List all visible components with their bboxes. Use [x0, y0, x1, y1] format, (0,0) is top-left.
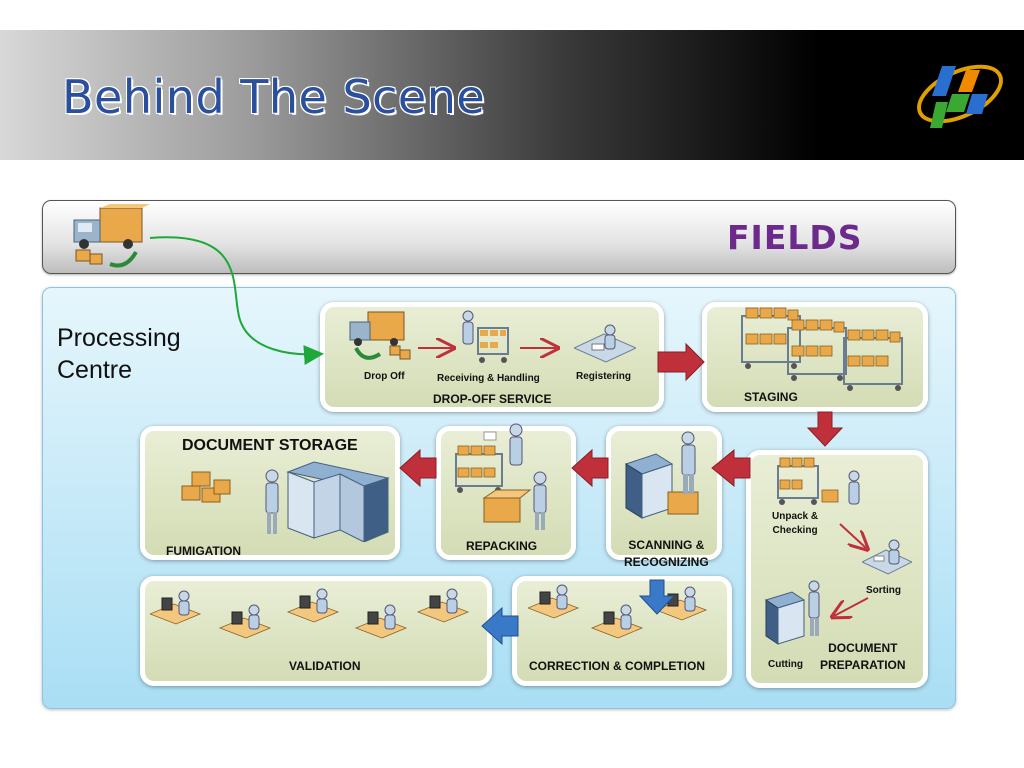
storage-boxes-icon — [181, 471, 231, 503]
registering-desk-icon — [574, 324, 636, 363]
scanning-title: SCANNING & RECOGNIZING — [624, 538, 709, 569]
arrow-scanning-to-correction — [638, 579, 676, 615]
company-logo-icon — [917, 64, 1003, 128]
arrow-correction-to-validation — [481, 606, 519, 646]
arrow-staging-to-preparation — [806, 411, 844, 447]
step-unpack-checking: Unpack & Checking — [772, 511, 819, 536]
repacking-workers-icon — [455, 423, 547, 530]
arrow-repacking-to-storage — [399, 448, 437, 488]
delivery-truck-icon — [73, 204, 150, 268]
fields-bar — [42, 200, 956, 274]
slide-title: Behind The Scene — [62, 70, 486, 124]
fields-to-dropoff-connector — [149, 236, 324, 366]
validation-title: VALIDATION — [289, 659, 361, 673]
arrow-dropoff-to-staging — [657, 342, 705, 382]
arrow-scanning-to-repacking — [571, 448, 609, 488]
drop-off-service-title: DROP-OFF SERVICE — [433, 392, 552, 406]
step-registering: Registering — [576, 371, 632, 382]
step-sorting: Sorting — [866, 585, 901, 596]
document-storage-title: DOCUMENT STORAGE — [182, 437, 358, 454]
sorting-desk-icon — [862, 539, 912, 575]
step-cutting: Cutting — [768, 659, 803, 670]
step-receiving-handling: Receiving & Handling — [437, 373, 540, 384]
repacking-title: REPACKING — [466, 539, 538, 553]
cutting-machine-icon — [764, 580, 820, 645]
fields-label: FIELDS — [727, 218, 863, 257]
drop-off-truck-icon — [349, 311, 411, 360]
validation-box — [140, 576, 492, 686]
archive-cabinet-worker-icon — [265, 461, 390, 542]
arrow-unpack-to-sorting — [839, 523, 866, 548]
document-preparation-title: DOCUMENT PREPARATION — [820, 641, 906, 672]
receiving-worker-cart-icon — [462, 310, 509, 363]
processing-centre-label: Processing Centre — [57, 324, 181, 384]
scanner-operator-icon — [624, 431, 699, 519]
staging-title: STAGING — [744, 390, 798, 404]
unpack-cart-worker-icon — [777, 457, 860, 505]
step-drop-off: Drop Off — [364, 371, 405, 382]
staging-box — [702, 302, 928, 412]
correction-completion-title: CORRECTION & COMPLETION — [529, 659, 705, 673]
arrow-sorting-to-cutting — [834, 597, 869, 616]
arrow-preparation-to-scanning — [711, 448, 751, 488]
staging-carts-icon — [741, 307, 903, 391]
scanning-box — [606, 426, 722, 560]
title-banner — [0, 30, 1024, 160]
fumigation-label: FUMIGATION — [166, 544, 242, 558]
